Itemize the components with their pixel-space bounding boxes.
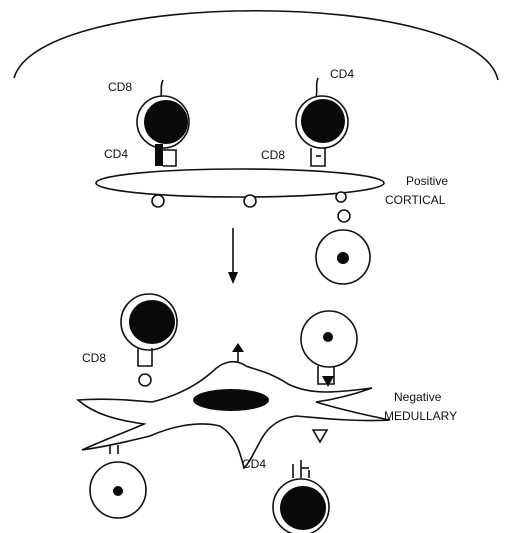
label-bottom-left: CD8 [82,351,106,365]
cortical-mhc-right [336,192,346,202]
medullary-dendritic-cell [78,362,390,468]
cortical-mhc-left [152,195,164,207]
label-positive: Positive [406,174,448,188]
cortical-released-cell [316,230,370,284]
down-arrow [228,228,238,284]
bottom-right-thymocyte [301,311,357,387]
thymus-capsule-arc [14,11,498,80]
label-medullary: MEDULLARY [384,409,457,423]
label-top-left-upper: CD8 [108,80,132,94]
label-top-right-lower: CD8 [261,148,285,162]
medullary-nucleus [193,389,269,411]
top-right-thymocyte [296,78,348,166]
label-cortical: CORTICAL [385,193,446,207]
medullary-mhc-top [232,343,244,362]
cortical-mhc-lower [338,210,350,222]
medullary-mhc-right [313,430,327,442]
bottom-center-thymocyte [273,460,329,533]
bottom-left-thymocyte [121,294,177,386]
top-left-thymocyte [137,80,189,166]
label-top-left-lower: CD4 [104,147,128,161]
cortical-mhc-middle [244,195,256,207]
bottom-left-small-cell [90,445,146,518]
label-top-right-upper: CD4 [330,67,354,81]
label-negative: Negative [394,390,442,404]
label-bottom-right: CD4 [242,457,266,471]
